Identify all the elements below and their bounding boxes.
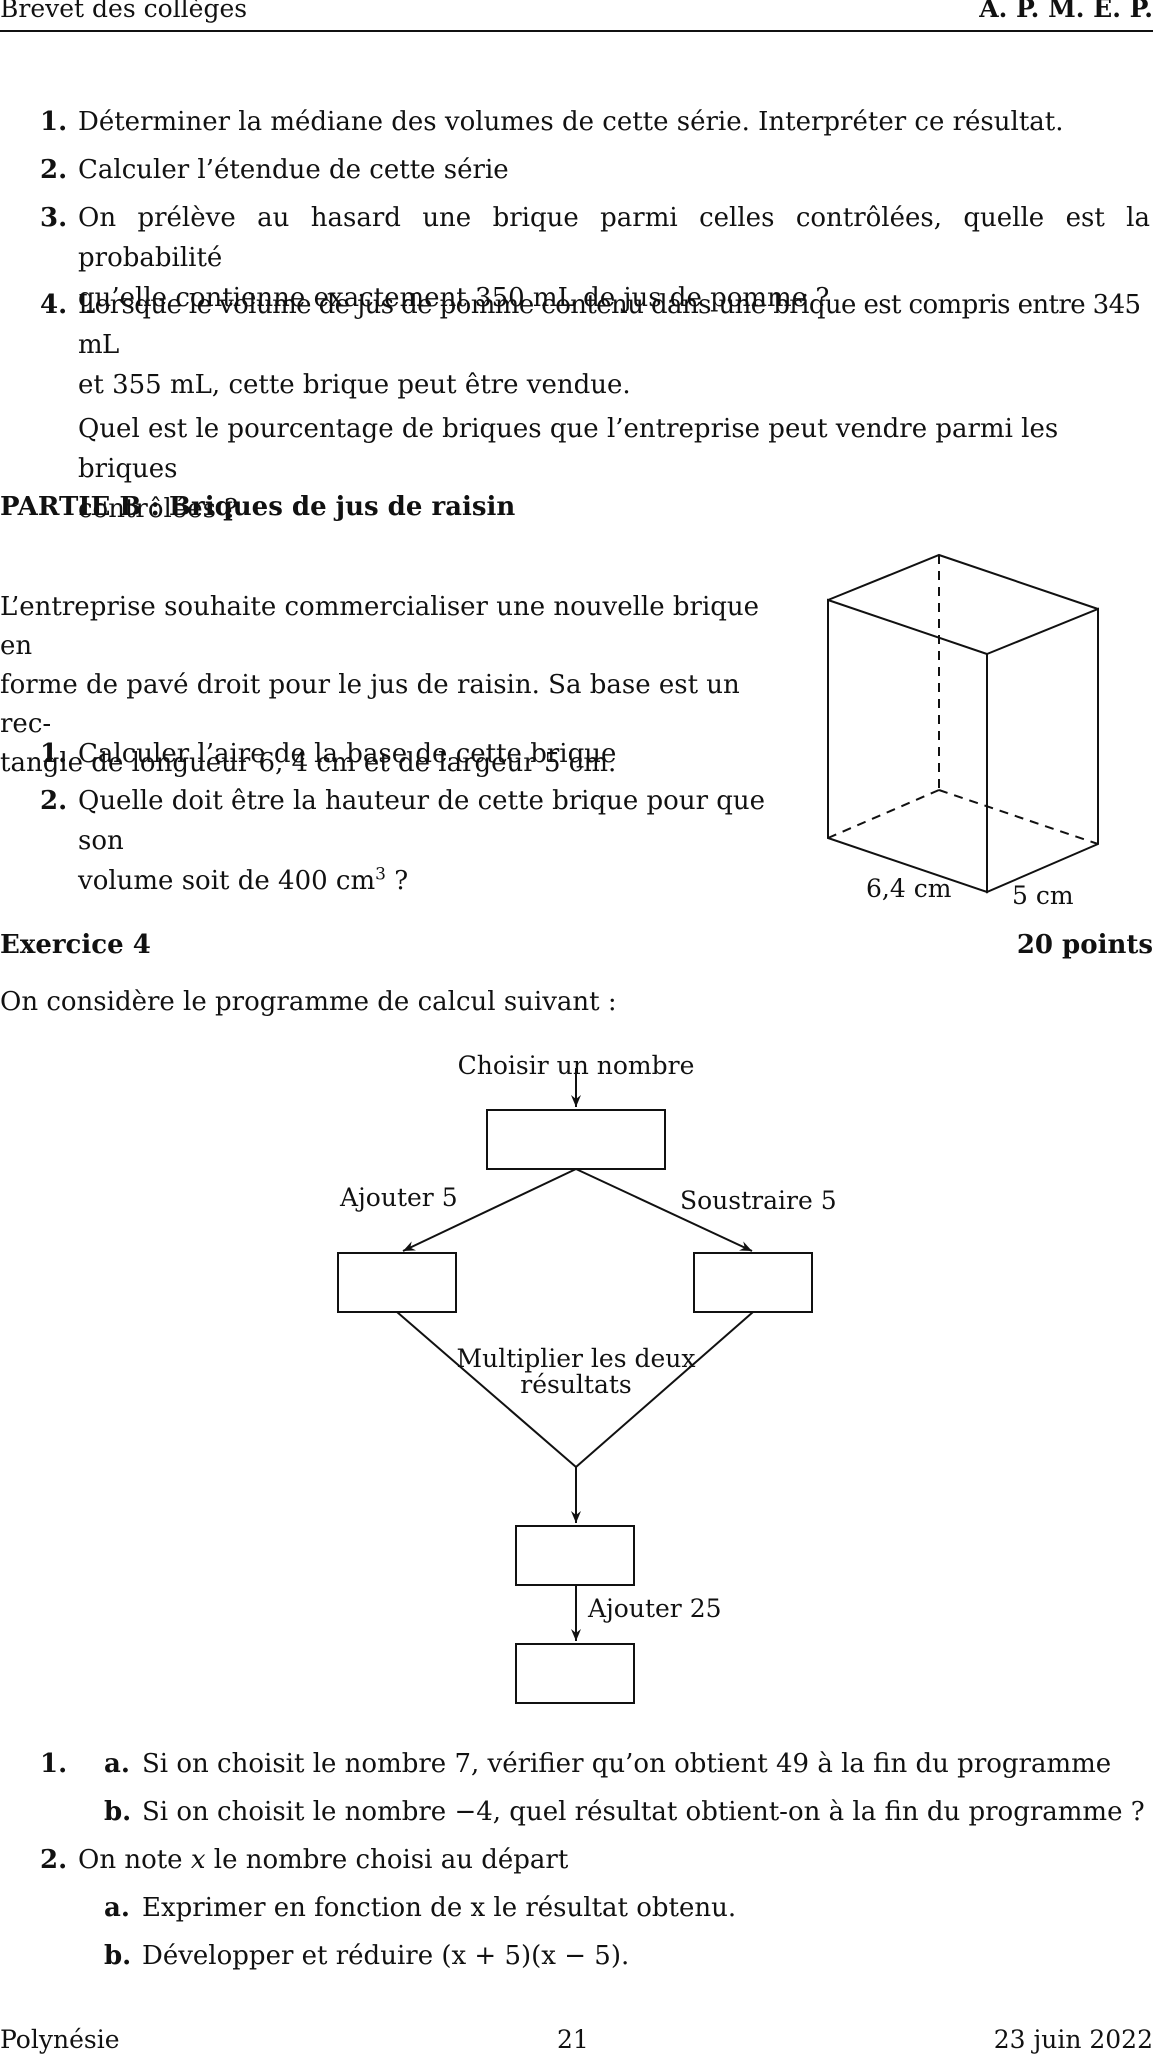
question-number: 2. bbox=[40, 150, 76, 190]
flow-multiply-line2: résultats bbox=[520, 1370, 632, 1399]
question-text: volume soit de 400 cm bbox=[78, 866, 375, 896]
cuboid-front-face bbox=[828, 600, 987, 892]
flow-left-op: Ajouter 5 bbox=[339, 1183, 458, 1212]
subquestion-text: Si on choisit le nombre −4, quel résulta… bbox=[142, 1797, 1145, 1827]
partA-question-1: 1. Déterminer la médiane des volumes de … bbox=[40, 102, 1150, 142]
question-number: 2. bbox=[40, 781, 76, 821]
partB-question-1: 1. Calculer l’aire de la base de cette b… bbox=[40, 734, 780, 774]
ex4-question-1: 1. a.Si on choisit le nombre 7, vérifier… bbox=[40, 1744, 1150, 1784]
partB-title: PARTIE B : Briques de jus de raisin bbox=[0, 492, 515, 522]
question-number: 3. bbox=[40, 198, 76, 238]
question-text: ? bbox=[386, 866, 408, 896]
subquestion-label: b. bbox=[104, 1792, 142, 1832]
subquestion-text: Développer et réduire (x + 5)(x − 5). bbox=[142, 1941, 629, 1971]
exercise4-title: Exercice 4 bbox=[0, 930, 151, 960]
ex4-question-2a: a.Exprimer en fonction de x le résultat … bbox=[40, 1888, 1150, 1928]
ex4-question-1b: b.Si on choisit le nombre −4, quel résul… bbox=[40, 1792, 1150, 1832]
question-text: Quel est le pourcentage de briques que l… bbox=[78, 409, 1150, 489]
cuboid-width-label: 5 cm bbox=[1012, 881, 1074, 910]
exercise4-intro: On considère le programme de calcul suiv… bbox=[0, 983, 617, 1022]
partA-question-2: 2. Calculer l’étendue de cette série bbox=[40, 150, 1150, 190]
intro-line: forme de pavé droit pour le jus de raisi… bbox=[0, 666, 770, 744]
cuboid-figure: 6,4 cm 5 cm bbox=[810, 540, 1110, 920]
flow-add-op: Ajouter 25 bbox=[587, 1594, 722, 1623]
box-result bbox=[516, 1644, 634, 1703]
footer-left: Polynésie bbox=[0, 2025, 120, 2054]
question-text: Quelle doit être la hauteur de cette bri… bbox=[78, 781, 780, 861]
flow-start-label: Choisir un nombre bbox=[458, 1051, 695, 1080]
question-text: Calculer l’aire de la base de cette briq… bbox=[78, 734, 780, 774]
ex4-question-2b: b.Développer et réduire (x + 5)(x − 5). bbox=[40, 1936, 1150, 1976]
question-number: 1. bbox=[40, 102, 76, 142]
question-text: le nombre choisi au départ bbox=[206, 1845, 569, 1875]
question-number: 1. bbox=[40, 734, 76, 774]
box-product bbox=[516, 1526, 634, 1585]
box-left bbox=[338, 1253, 456, 1312]
header-rule bbox=[0, 30, 1153, 32]
question-text: Calculer l’étendue de cette série bbox=[78, 150, 1150, 190]
variable-x: x bbox=[191, 1845, 206, 1875]
box-right bbox=[694, 1253, 812, 1312]
exponent: 3 bbox=[375, 864, 386, 884]
partB-question-2: 2. Quelle doit être la hauteur de cette … bbox=[40, 781, 780, 901]
question-text: On prélève au hasard une brique parmi ce… bbox=[78, 198, 1150, 278]
flow-multiply-line1: Multiplier les deux bbox=[457, 1344, 696, 1373]
subquestion-label: b. bbox=[104, 1936, 142, 1976]
page-number: 21 bbox=[557, 2025, 589, 2054]
cuboid-length-label: 6,4 cm bbox=[866, 874, 952, 903]
header-right: A. P. M. E. P. bbox=[979, 0, 1153, 23]
question-text: et 355 mL, cette brique peut être vendue… bbox=[78, 365, 1150, 405]
footer-date: 23 juin 2022 bbox=[994, 2025, 1153, 2054]
exercise4-points: 20 points bbox=[1017, 930, 1153, 960]
ex4-question-2: 2. On note x le nombre choisi au départ bbox=[40, 1840, 1150, 1880]
subquestion-text: Exprimer en fonction de x le résultat ob… bbox=[142, 1893, 736, 1923]
subquestion-text: Si on choisit le nombre 7, vérifier qu’o… bbox=[142, 1749, 1111, 1779]
question-text: Déterminer la médiane des volumes de cet… bbox=[78, 102, 1150, 142]
subquestion-label: a. bbox=[104, 1744, 142, 1784]
intro-line: L’entreprise souhaite commercialiser une… bbox=[0, 588, 770, 666]
cuboid-top-edges bbox=[828, 555, 1098, 609]
question-number: 1. bbox=[40, 1744, 76, 1784]
question-number: 4. bbox=[40, 285, 76, 325]
question-text: On note bbox=[78, 1845, 191, 1875]
flowchart: Choisir un nombre Ajouter 5 Soustraire 5… bbox=[300, 1040, 860, 1710]
box-start bbox=[487, 1110, 665, 1169]
header-left: Brevet des collèges bbox=[0, 0, 247, 23]
cuboid-hidden-edges bbox=[828, 555, 1098, 844]
question-number: 2. bbox=[40, 1840, 76, 1880]
subquestion-label: a. bbox=[104, 1888, 142, 1928]
flow-right-op: Soustraire 5 bbox=[680, 1186, 837, 1215]
cuboid-right-face bbox=[987, 609, 1098, 892]
question-text: Lorsque le volume de jus de pomme conten… bbox=[78, 285, 1150, 365]
